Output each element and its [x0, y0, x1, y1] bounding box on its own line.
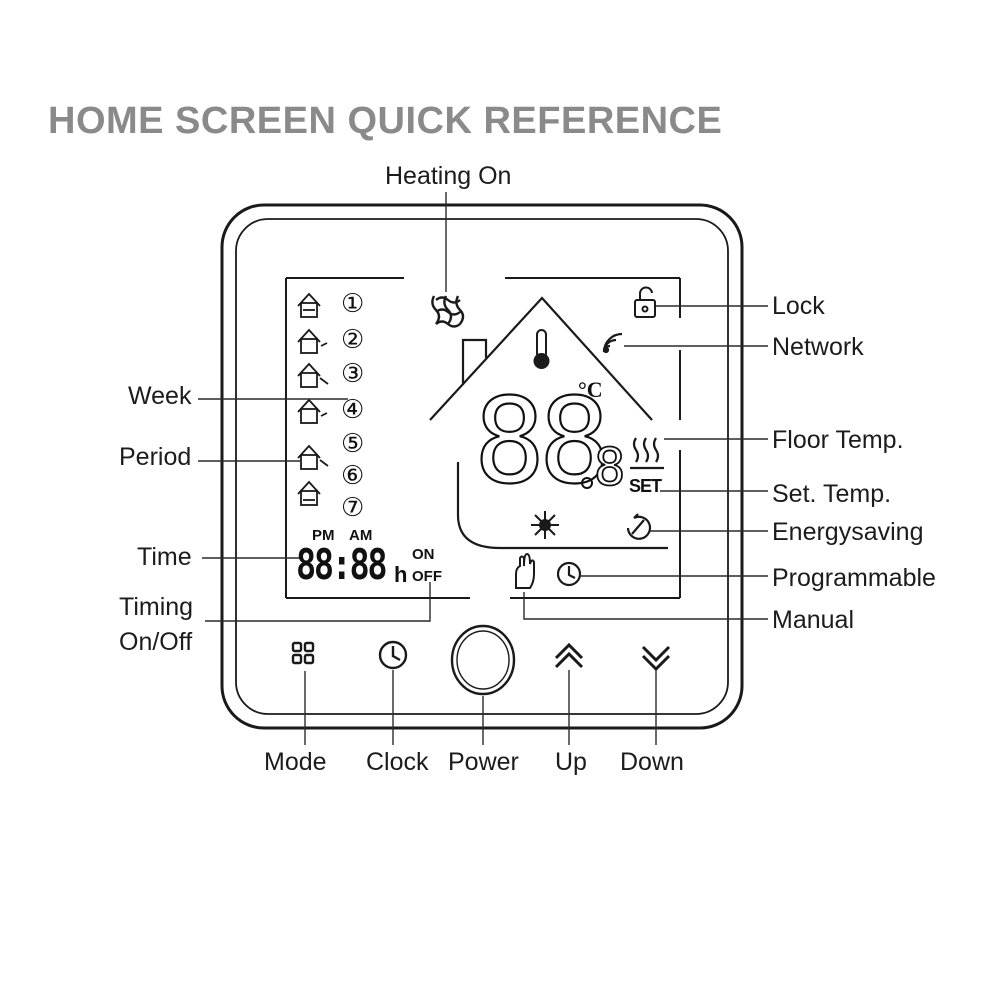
on-indicator: ON: [412, 546, 435, 563]
label-heating-on: Heating On: [385, 162, 512, 190]
callout-lines: [198, 192, 768, 745]
day-number-2: ②: [341, 325, 365, 355]
leader-manual: [523, 592, 768, 620]
page-title: HOME SCREEN QUICK REFERENCE: [48, 100, 723, 142]
label-week: Week: [128, 382, 192, 410]
label-lock: Lock: [772, 292, 825, 320]
day-number-5: ⑤: [341, 429, 365, 459]
am-indicator: AM: [349, 527, 373, 544]
period-icons: [297, 292, 329, 506]
label-network: Network: [772, 333, 864, 361]
chevron-down-icon: [641, 645, 671, 663]
label-programmable: Programmable: [772, 564, 936, 592]
device-outer-frame: [220, 203, 744, 730]
clock-icon: [378, 640, 408, 670]
period-4-icon: [297, 398, 328, 424]
manual-hand-icon: [515, 552, 535, 589]
hour-unit: h: [394, 562, 408, 587]
period-3-icon: [297, 362, 329, 388]
day-number-3: ③: [341, 359, 365, 389]
device-inner-frame: [235, 218, 729, 715]
set-indicator: SET: [629, 476, 662, 496]
label-timing-line1: Timing: [119, 593, 194, 621]
label-down: Down: [620, 748, 684, 776]
decimal-digit: 8: [593, 438, 626, 498]
label-power: Power: [448, 748, 519, 776]
label-period: Period: [119, 443, 192, 471]
label-clock: Clock: [366, 748, 429, 776]
house-outline: [429, 296, 668, 550]
chevron-up-icon: [554, 642, 584, 660]
day-number-1: ①: [341, 289, 365, 319]
label-floor-temp: Floor Temp.: [772, 426, 904, 454]
celsius-unit: °C: [578, 377, 603, 402]
label-time: Time: [137, 543, 192, 571]
time-digits: 88:88: [296, 540, 388, 589]
floor-temp-icon: [630, 437, 664, 470]
day-number-4: ④: [341, 395, 365, 425]
period-6-icon: [297, 480, 321, 506]
decimal-point: [581, 477, 593, 489]
day-number-6: ⑥: [341, 461, 365, 491]
heating-on-icon: [431, 295, 465, 328]
lock-icon: [634, 286, 656, 318]
label-manual: Manual: [772, 606, 854, 634]
down-button[interactable]: [641, 645, 671, 672]
label-up: Up: [555, 748, 587, 776]
period-5-icon: [297, 444, 329, 470]
leader-timing: [205, 582, 431, 622]
pm-indicator: PM: [312, 527, 335, 544]
mode-grid-icon: [291, 641, 303, 653]
off-indicator: OFF: [412, 568, 442, 585]
label-timing-line2: On/Off: [119, 628, 193, 656]
up-button[interactable]: [554, 642, 584, 669]
power-button[interactable]: [450, 624, 516, 696]
energysaving-icon: [626, 513, 652, 540]
lcd-frame: [285, 277, 681, 599]
network-icon: [602, 332, 623, 354]
mode-button[interactable]: [291, 641, 315, 665]
period-2-icon: [297, 328, 328, 354]
day-number-7: ⑦: [341, 493, 365, 523]
label-set-temp: Set. Temp.: [772, 480, 892, 508]
thermometer-icon: [533, 329, 550, 369]
clock-button[interactable]: [378, 640, 408, 670]
programmable-clock-icon: [556, 561, 582, 587]
label-energysaving: Energysaving: [772, 518, 924, 546]
label-mode: Mode: [264, 748, 327, 776]
period-1-icon: [297, 292, 321, 318]
snowflake-icon: [531, 511, 559, 539]
